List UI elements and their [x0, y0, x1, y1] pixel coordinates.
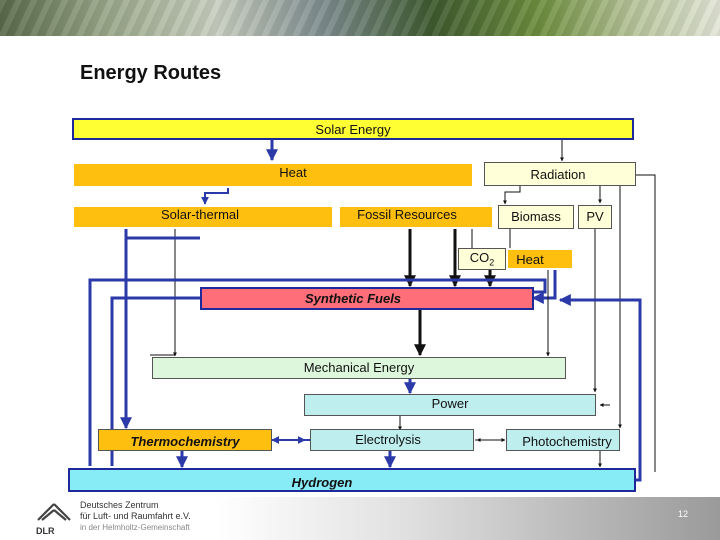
- node-thermochemistry-label: Thermochemistry: [130, 433, 240, 449]
- org-line3: in der Helmholtz-Gemeinschaft: [80, 523, 190, 532]
- org-line2: für Luft- und Raumfahrt e.V.: [80, 511, 191, 521]
- org-name: Deutsches Zentrum für Luft- und Raumfahr…: [80, 500, 191, 533]
- node-solar-thermal-label: Solar-thermal: [160, 206, 240, 222]
- arrow-solarthermal-to-mech: [150, 228, 176, 356]
- arrow-heatbio-to-fuels: [531, 268, 557, 304]
- co2-subscript: 2: [489, 257, 495, 268]
- node-synthetic-fuels: Synthetic Fuels: [200, 287, 534, 310]
- node-radiation-label: Radiation: [530, 166, 586, 182]
- node-solar-thermal: Solar-thermal: [72, 205, 334, 229]
- loop-hydrogen-right: [558, 294, 642, 482]
- dlr-logo-icon: DLR: [36, 503, 71, 536]
- node-thermochemistry: Thermochemistry: [98, 429, 272, 451]
- node-pv: PV: [578, 205, 612, 229]
- node-heat-top: Heat: [72, 162, 474, 188]
- dlr-logo-text: DLR: [36, 526, 55, 536]
- arrow-radiation-right: [635, 174, 656, 472]
- node-radiation: Radiation: [484, 162, 636, 186]
- node-electrolysis: Electrolysis: [310, 429, 474, 451]
- arrow-heat-to-solarthermal: [201, 187, 229, 205]
- node-photochemistry-label: Photochemistry: [522, 433, 612, 449]
- node-photochemistry: Photochemistry: [506, 429, 620, 451]
- node-biomass-label: Biomass: [511, 208, 561, 224]
- node-solar-energy: Solar Energy: [72, 118, 634, 140]
- page-title: Energy Routes: [80, 62, 222, 84]
- banner-texture: [0, 0, 720, 36]
- page-number: 12: [678, 509, 689, 519]
- node-fossil: Fossil Resources: [338, 205, 494, 229]
- node-co2: CO2: [458, 248, 506, 270]
- node-power-label: Power: [431, 395, 469, 411]
- header-banner: [0, 0, 720, 36]
- loop-inner-left: [110, 296, 200, 466]
- node-heat-bio: Heat: [506, 248, 574, 270]
- node-heat-top-label: Heat: [279, 164, 307, 180]
- node-solar-energy-label: Solar Energy: [315, 121, 391, 137]
- node-biomass: Biomass: [498, 205, 574, 229]
- node-electrolysis-label: Electrolysis: [355, 431, 421, 447]
- node-synthetic-fuels-label: Synthetic Fuels: [304, 291, 402, 306]
- node-co2-label: CO2: [470, 250, 495, 268]
- node-pv-label: PV: [586, 208, 604, 224]
- node-power: Power: [304, 394, 596, 416]
- node-mechanical-label: Mechanical Energy: [303, 359, 415, 375]
- footer-bar: [0, 497, 720, 540]
- node-hydrogen-label: Hydrogen: [291, 474, 353, 490]
- arrow-radiation-to-biomass: [503, 186, 521, 205]
- node-fossil-label: Fossil Resources: [357, 206, 457, 222]
- loop-outer-left: [88, 278, 547, 466]
- node-hydrogen: Hydrogen: [68, 468, 636, 492]
- node-mechanical: Mechanical Energy: [152, 357, 566, 379]
- org-line1: Deutsches Zentrum: [80, 500, 159, 510]
- node-heat-bio-label: Heat: [516, 251, 544, 267]
- co2-main: CO: [469, 250, 490, 266]
